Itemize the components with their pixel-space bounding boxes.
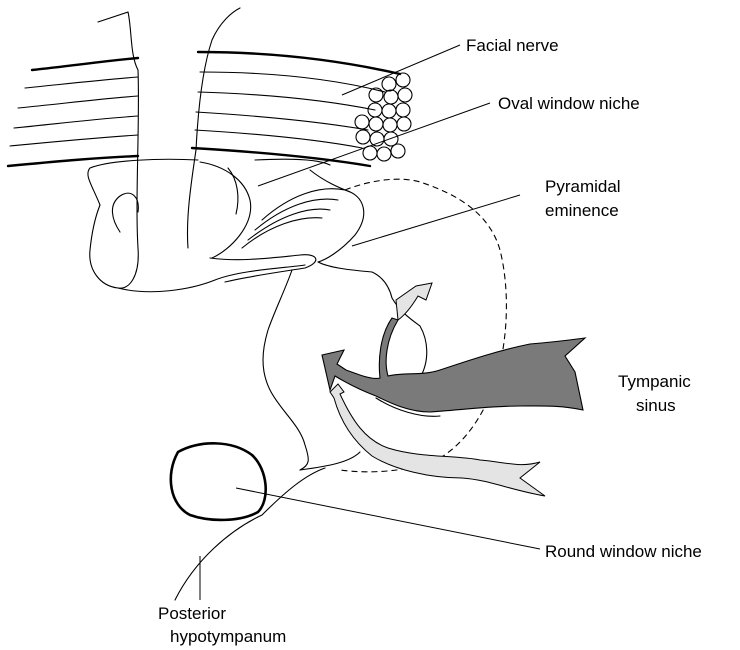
label-pyramidal-eminence-1: Pyramidal [545,177,621,196]
label-round-window-niche: Round window niche [545,542,702,561]
label-tympanic-sinus-2: sinus [636,396,676,415]
label-posterior-hypotympanum-1: Posterior [158,604,226,623]
tympanic-sinus-boundary [340,179,506,472]
stapes-crus [90,8,305,292]
label-oval-window-niche: Oval window niche [498,94,640,113]
round-window-niche [171,443,266,520]
label-pyramidal-eminence-2: eminence [545,201,619,220]
dark-arrow [322,318,585,416]
leader-round-window [236,488,540,549]
label-posterior-hypotympanum-2: hypotympanum [170,627,286,646]
leader-facial-nerve [342,45,460,95]
label-facial-nerve: Facial nerve [466,36,559,55]
leader-oval-window [258,103,490,186]
pyramidal-eminence [242,170,392,298]
labels: Facial nerve Oval window niche Pyramidal… [158,36,702,646]
facial-nerve-bundle [8,52,412,166]
label-tympanic-sinus-1: Tympanic [618,372,691,391]
posterior-wall-outline [175,270,427,600]
leader-pyramidal [352,195,520,246]
